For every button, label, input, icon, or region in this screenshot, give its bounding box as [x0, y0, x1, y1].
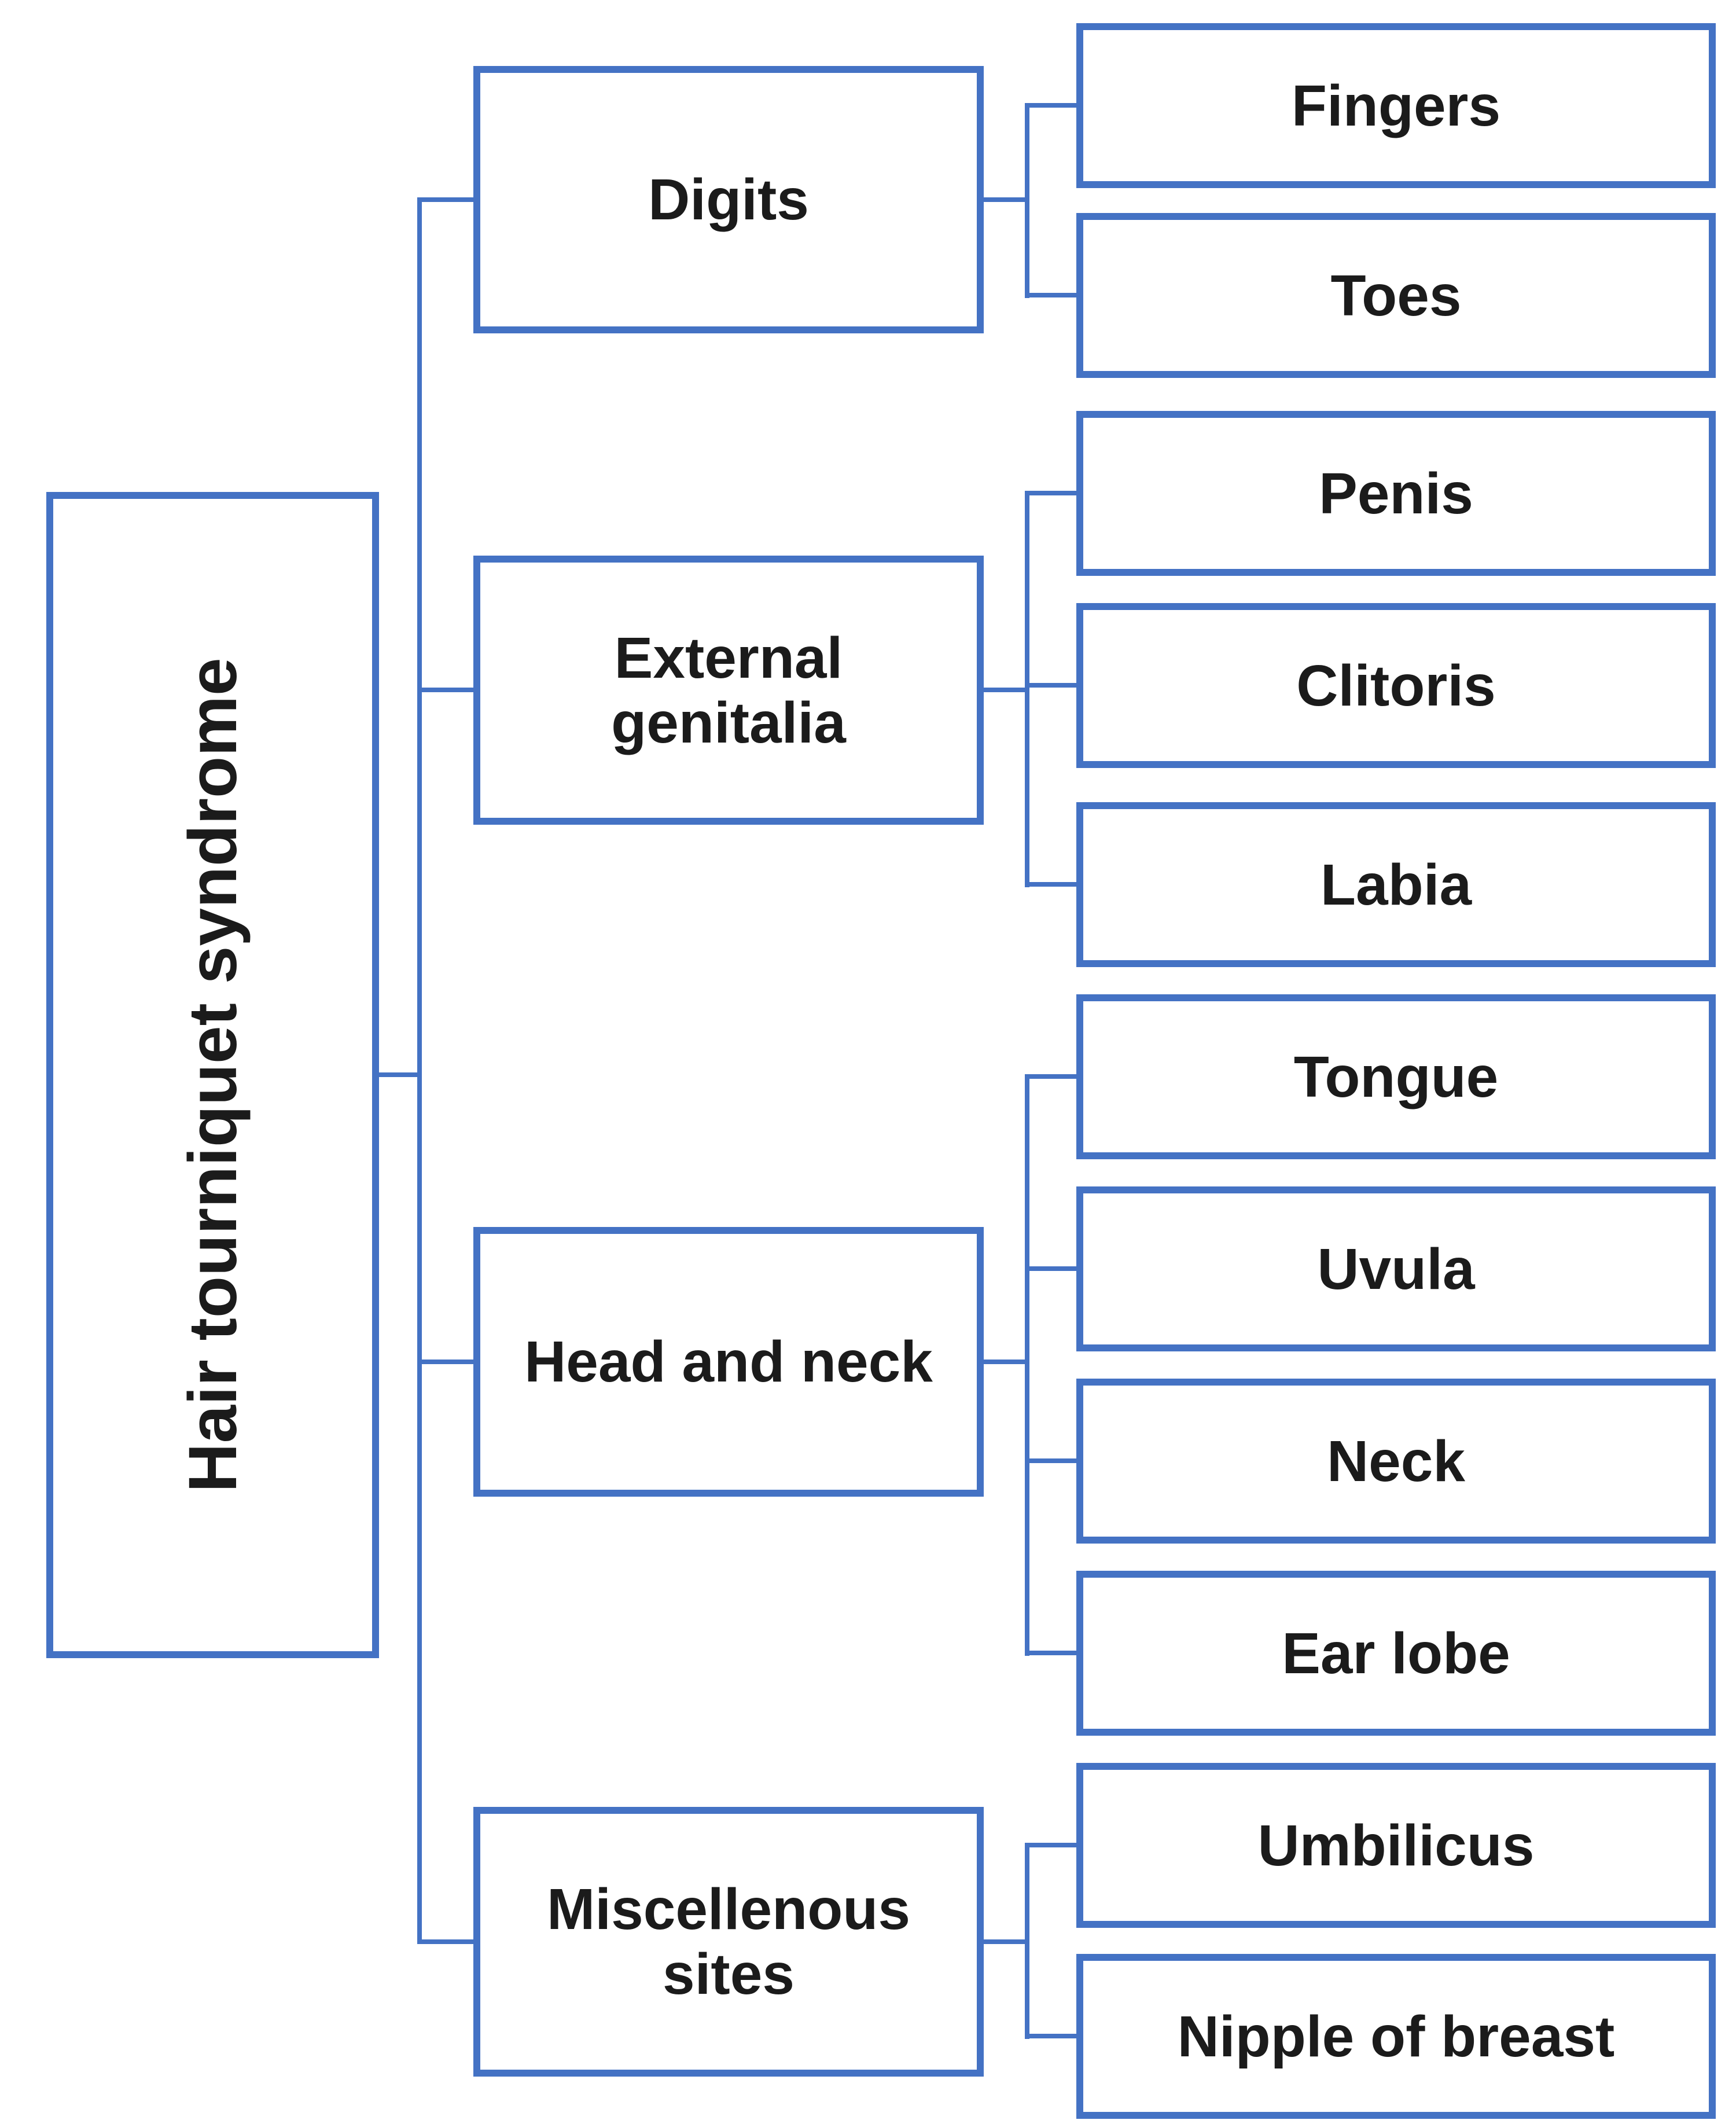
- leaf-label-nipple-of-breast: Nipple of breast: [1177, 2004, 1615, 2069]
- connector-to-neck: [1025, 1458, 1076, 1463]
- leaf-node-umbilicus: Umbilicus: [1076, 1763, 1716, 1928]
- connector-to-umbilicus: [1025, 1843, 1076, 1847]
- category-node-head-and-neck: Head and neck: [473, 1227, 984, 1497]
- leaf-node-uvula: Uvula: [1076, 1186, 1716, 1351]
- subtrunk-head-and-neck: [1025, 1074, 1029, 1656]
- leaf-node-tongue: Tongue: [1076, 994, 1716, 1159]
- leaf-label-tongue: Tongue: [1293, 1044, 1499, 1109]
- leaf-node-neck: Neck: [1076, 1379, 1716, 1544]
- connector-to-uvula: [1025, 1266, 1076, 1271]
- connector-to-ear-lobe: [1025, 1651, 1076, 1655]
- leaf-label-umbilicus: Umbilicus: [1257, 1813, 1535, 1878]
- root-node-hair-tourniquet-syndrome: [46, 492, 379, 1658]
- connector-trunk-to-external-genitalia: [420, 688, 473, 692]
- root-node-label: Hair tourniquet syndrome: [174, 657, 251, 1493]
- category-node-digits: Digits: [473, 66, 984, 333]
- connector-trunk: [417, 197, 422, 1944]
- subtrunk-external-genitalia: [1025, 491, 1029, 887]
- category-label-external-genitalia: External genitalia: [611, 625, 846, 755]
- connector-trunk-to-digits: [420, 197, 473, 202]
- connector-to-penis: [1025, 491, 1076, 495]
- leaf-label-penis: Penis: [1319, 461, 1473, 526]
- connector-to-fingers: [1025, 103, 1076, 108]
- connector-miscellenous-sites-to-subtrunk: [984, 1939, 1027, 1944]
- connector-trunk-to-miscellenous-sites: [420, 1939, 473, 1944]
- connector-digits-to-subtrunk: [984, 197, 1027, 202]
- category-label-digits: Digits: [648, 167, 809, 232]
- leaf-node-fingers: Fingers: [1076, 23, 1716, 188]
- connector-to-nipple-of-breast: [1025, 2034, 1076, 2038]
- category-node-external-genitalia: External genitalia: [473, 556, 984, 825]
- subtrunk-digits: [1025, 103, 1029, 298]
- category-label-head-and-neck: Head and neck: [524, 1329, 933, 1394]
- leaf-label-ear-lobe: Ear lobe: [1282, 1621, 1510, 1686]
- leaf-node-nipple-of-breast: Nipple of breast: [1076, 1954, 1716, 2119]
- leaf-node-clitoris: Clitoris: [1076, 603, 1716, 768]
- connector-to-tongue: [1025, 1074, 1076, 1079]
- leaf-label-uvula: Uvula: [1317, 1236, 1475, 1302]
- category-node-miscellenous-sites: Miscellenous sites: [473, 1807, 984, 2077]
- connector-external-genitalia-to-subtrunk: [984, 688, 1027, 692]
- category-label-miscellenous-sites: Miscellenous sites: [547, 1877, 910, 2007]
- leaf-node-labia: Labia: [1076, 802, 1716, 967]
- leaf-label-clitoris: Clitoris: [1296, 653, 1496, 718]
- leaf-node-ear-lobe: Ear lobe: [1076, 1571, 1716, 1736]
- leaf-node-penis: Penis: [1076, 411, 1716, 576]
- connector-to-clitoris: [1025, 683, 1076, 688]
- leaf-node-toes: Toes: [1076, 213, 1716, 378]
- connector-root-to-trunk: [379, 1072, 420, 1077]
- connector-to-toes: [1025, 293, 1076, 297]
- connector-trunk-to-head-and-neck: [420, 1360, 473, 1364]
- connector-to-labia: [1025, 882, 1076, 887]
- connector-head-and-neck-to-subtrunk: [984, 1360, 1027, 1364]
- leaf-label-neck: Neck: [1326, 1428, 1466, 1494]
- leaf-label-labia: Labia: [1320, 852, 1472, 917]
- subtrunk-miscellenous-sites: [1025, 1843, 1029, 2039]
- leaf-label-fingers: Fingers: [1291, 73, 1501, 138]
- leaf-label-toes: Toes: [1330, 263, 1462, 328]
